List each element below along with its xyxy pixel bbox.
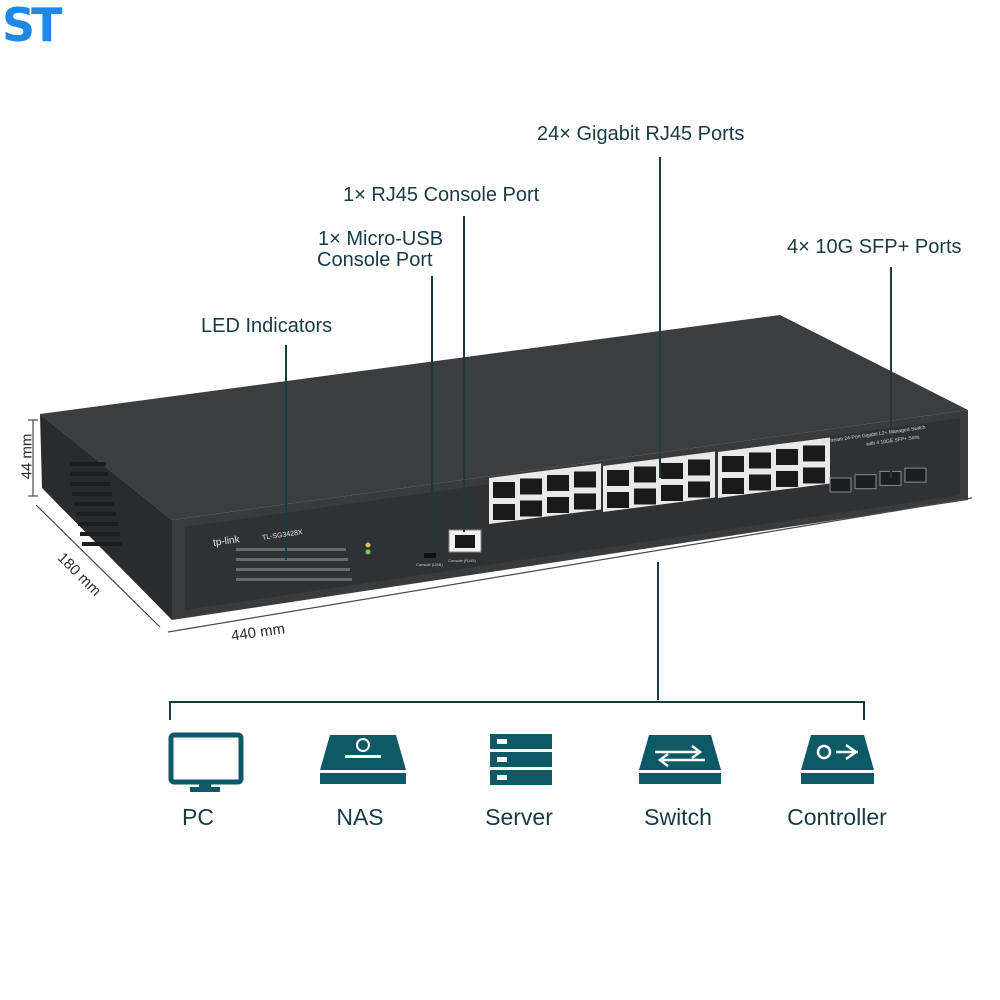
device-label-controller: Controller	[787, 804, 887, 830]
server-icon	[490, 734, 552, 785]
rj45-port	[607, 470, 629, 486]
nas-icon	[320, 735, 406, 784]
device-label-switch: Switch	[644, 804, 712, 830]
status-led	[365, 542, 371, 548]
width-dimension-line	[167, 497, 973, 633]
device-bracket	[169, 701, 865, 720]
device-label-nas: NAS	[336, 804, 384, 830]
rj45-port	[493, 504, 515, 520]
switch-top-face	[40, 315, 968, 520]
rj45-port	[661, 462, 683, 479]
rj45-port	[661, 484, 683, 501]
callout-usb-console-line1: 1× Micro-USB	[318, 228, 444, 250]
device-icons	[168, 732, 874, 792]
switch-device	[40, 315, 968, 620]
rj45-port	[634, 466, 656, 483]
monitor-icon	[168, 732, 244, 792]
rj45-port	[749, 474, 771, 491]
rj45-port	[776, 448, 798, 465]
status-led	[365, 549, 371, 555]
side-vents	[70, 462, 122, 546]
usb-console-label: Console (USB)	[416, 562, 443, 567]
sfp-port	[854, 474, 877, 490]
device-label-pc: PC	[182, 804, 214, 830]
rj45-port	[574, 471, 596, 488]
led-indicator-grid	[236, 548, 352, 581]
port-group-frame	[489, 463, 601, 524]
rj45-port	[607, 492, 629, 508]
sfp-port-bank	[829, 467, 927, 493]
rj45-port	[749, 452, 771, 469]
micro-usb-console-port	[424, 553, 436, 558]
callout-rj45-ports: 24× Gigabit RJ45 Ports	[537, 123, 745, 145]
callout-leaders	[169, 157, 892, 720]
rj45-port	[688, 459, 710, 476]
rj45-port	[776, 470, 798, 487]
rj45-port	[574, 493, 596, 510]
rj45-port	[547, 474, 569, 491]
port-group-frame	[718, 437, 830, 498]
rj45-console-port-opening	[455, 535, 475, 548]
rj45-port	[493, 482, 515, 498]
dimension-lines	[28, 419, 973, 633]
rj45-port-bank	[489, 437, 830, 524]
callout-sfp-ports: 4× 10G SFP+ Ports	[787, 236, 962, 258]
controller-icon	[801, 735, 874, 784]
switch-icon	[639, 735, 721, 784]
rj45-port	[803, 467, 825, 484]
rj45-port	[722, 478, 744, 494]
rj45-port	[520, 500, 542, 517]
brand-logo: ST	[2, 0, 62, 52]
sfp-port	[829, 477, 852, 493]
device-label-server: Server	[485, 804, 553, 830]
rj45-port	[634, 488, 656, 505]
rj45-port	[520, 478, 542, 495]
callout-usb-console-line2: Console Port	[317, 249, 433, 271]
rj45-port	[547, 496, 569, 513]
port-group-frame	[603, 451, 715, 512]
callout-led-indicators: LED Indicators	[201, 315, 333, 337]
rj45-port	[803, 445, 825, 462]
sfp-port	[904, 467, 927, 483]
rj45-port	[722, 456, 744, 472]
height-dimension: 44 mm	[18, 433, 36, 480]
depth-dimension-line	[35, 504, 161, 628]
rj45-console-label: Console (RJ45)	[448, 558, 476, 563]
rj45-port	[688, 481, 710, 498]
callout-rj45-console: 1× RJ45 Console Port	[343, 184, 540, 206]
